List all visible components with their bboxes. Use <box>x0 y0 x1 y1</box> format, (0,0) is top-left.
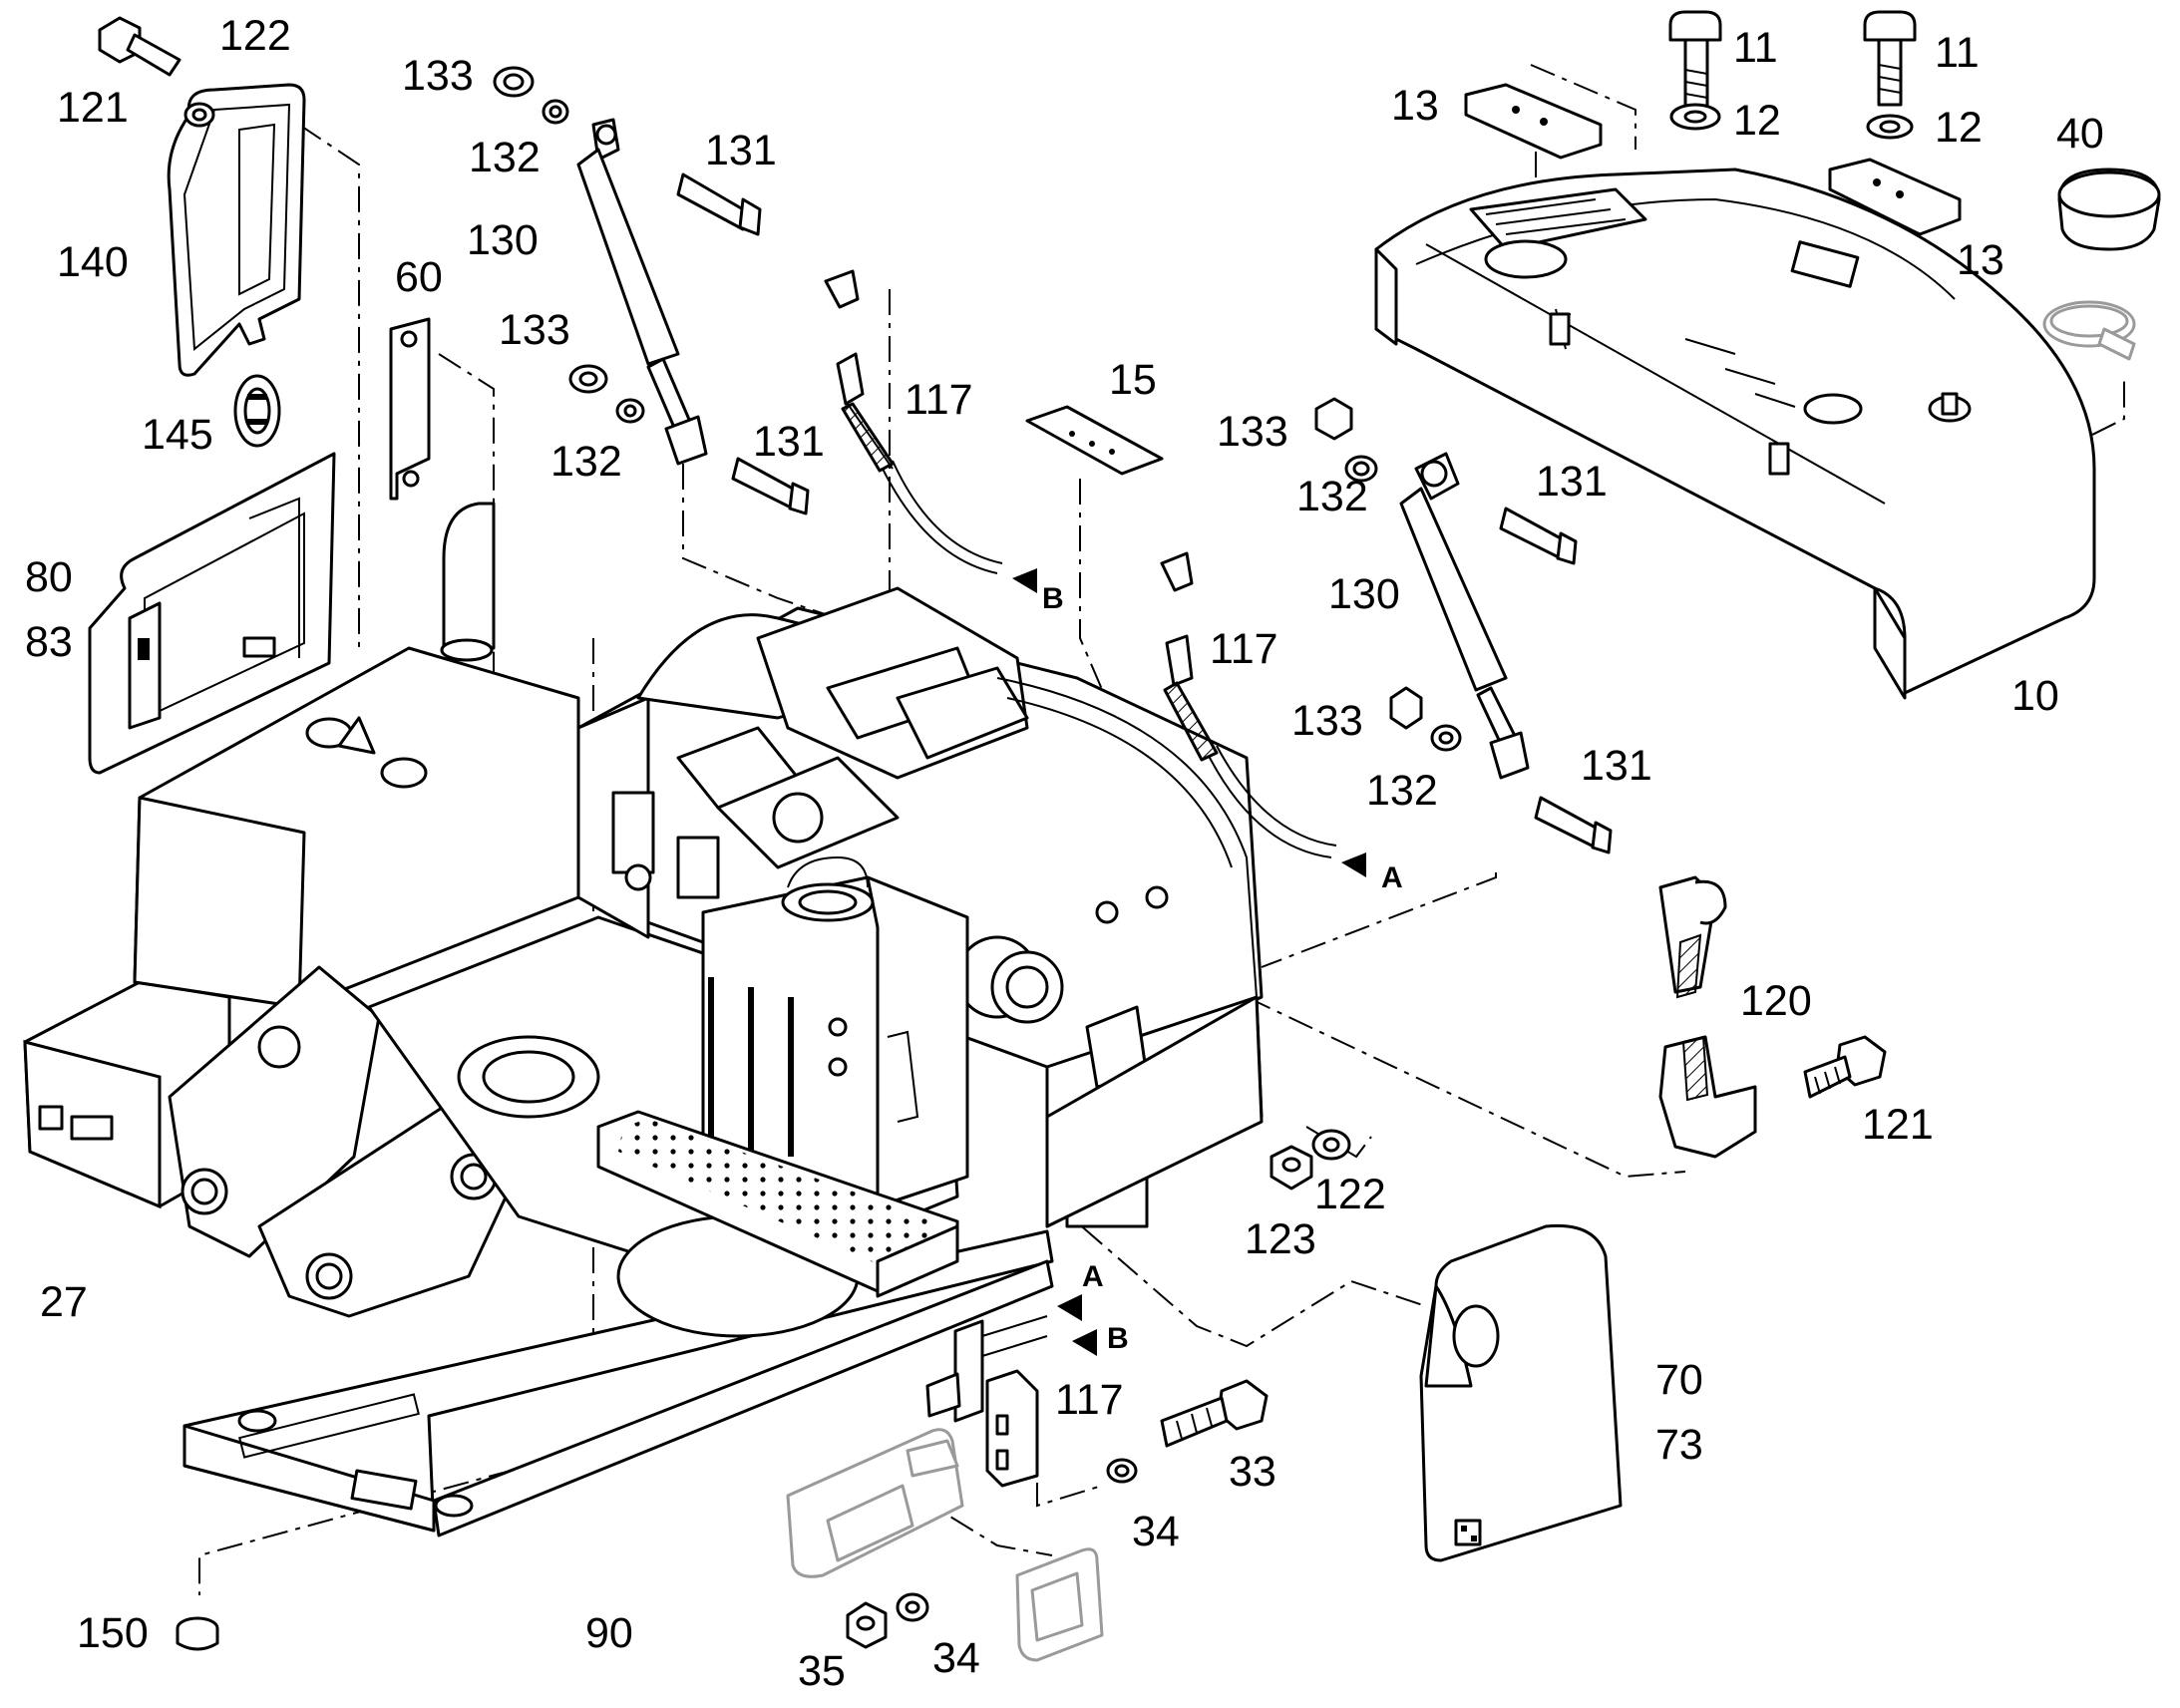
callout-131: 131 <box>1536 458 1608 506</box>
callout-133: 133 <box>402 52 474 100</box>
callout-117: 117 <box>1055 1376 1124 1424</box>
callout-80: 80 <box>25 553 73 601</box>
callout-90: 90 <box>585 1609 633 1657</box>
main-frame-assembly <box>23 502 1264 1537</box>
callout-130: 130 <box>467 216 539 264</box>
arrow-letter: B <box>1042 582 1064 615</box>
callout-15: 15 <box>1109 356 1157 404</box>
arrow-marker-b-lower: B <box>1072 1322 1129 1356</box>
cover-plate-grey <box>1015 1547 1104 1662</box>
latch-120 <box>1658 875 1757 1159</box>
arrow-marker-a-upper: A <box>1341 853 1403 894</box>
bolt-11-left <box>1668 10 1722 131</box>
callout-33: 33 <box>1229 1448 1276 1496</box>
callout-35: 35 <box>798 1647 846 1695</box>
nut-35 <box>846 1601 888 1649</box>
exhaust-pipe <box>442 502 496 650</box>
callout-121: 121 <box>57 84 129 132</box>
callout-13: 13 <box>1957 236 2004 284</box>
plug-150 <box>176 1616 219 1651</box>
arrow-marker-b-upper: B <box>1012 568 1064 615</box>
plate-15 <box>1025 405 1164 476</box>
callout-120: 120 <box>1740 977 1812 1025</box>
callout-117: 117 <box>905 376 973 424</box>
callout-12: 12 <box>1733 97 1781 145</box>
arrow-marker-a-lower: A <box>1057 1260 1104 1321</box>
callout-122: 122 <box>219 12 291 60</box>
callout-27: 27 <box>40 1278 88 1326</box>
callout-132: 132 <box>1296 473 1368 520</box>
callout-10: 10 <box>2011 672 2059 720</box>
side-panel-70 <box>1419 1223 1623 1562</box>
nut-123 <box>1270 1145 1313 1191</box>
bolt-33 <box>1160 1379 1269 1448</box>
callout-131: 131 <box>705 127 777 174</box>
callout-73: 73 <box>1655 1421 1703 1469</box>
callout-132: 132 <box>469 134 541 181</box>
hose-clamp <box>2042 300 2136 361</box>
top-cover-10 <box>1374 168 2096 700</box>
callout-130: 130 <box>1328 570 1400 618</box>
callout-60: 60 <box>395 253 443 301</box>
cable-117-middle <box>1160 551 1337 858</box>
callout-34: 34 <box>1132 1508 1180 1555</box>
gas-strut-130-right <box>1314 397 1613 854</box>
callout-132: 132 <box>550 438 622 486</box>
gas-strut-130-left <box>493 66 810 515</box>
callout-123: 123 <box>1245 1215 1316 1263</box>
callout-145: 145 <box>142 411 213 459</box>
bolt-11-right <box>1863 10 1917 140</box>
callout-40: 40 <box>2056 110 2104 158</box>
callout-83: 83 <box>25 618 73 666</box>
callout-131: 131 <box>1581 742 1652 790</box>
callout-133: 133 <box>1217 408 1288 456</box>
callout-12: 12 <box>1935 104 1983 152</box>
callout-121: 121 <box>1862 1101 1934 1149</box>
arrow-letter: A <box>1381 861 1403 894</box>
callout-132: 132 <box>1366 767 1438 815</box>
handle-plate-grey <box>786 1428 964 1578</box>
callout-11: 11 <box>1733 24 1778 72</box>
callout-11: 11 <box>1935 29 1980 77</box>
callout-140: 140 <box>57 238 129 286</box>
filler-cap-40 <box>2057 168 2161 251</box>
washer-34-lower <box>896 1592 929 1622</box>
callout-70: 70 <box>1655 1356 1703 1404</box>
cable-117-upper <box>824 269 1003 574</box>
callout-133: 133 <box>499 306 570 354</box>
washer-122-right <box>1311 1129 1351 1161</box>
lock-bracket-117-lower <box>925 1315 1048 1488</box>
callout-122: 122 <box>1314 1171 1386 1218</box>
bolt-121-right <box>1803 1035 1887 1099</box>
washer-34-upper <box>1106 1458 1138 1484</box>
mount-plate-13-left <box>1464 83 1603 160</box>
arrow-letter: B <box>1107 1322 1129 1355</box>
bolt-121-top-left <box>98 16 215 128</box>
callout-131: 131 <box>753 418 825 466</box>
arrow-letter: A <box>1082 1260 1104 1293</box>
callouts: 121 122 140 145 60 80 83 27 133 132 131 … <box>25 12 2104 1695</box>
bracket-60 <box>389 317 431 501</box>
callout-133: 133 <box>1291 697 1363 745</box>
callout-34: 34 <box>932 1634 980 1682</box>
panel-140 <box>167 83 306 448</box>
callout-117: 117 <box>1210 625 1278 673</box>
callout-13: 13 <box>1391 82 1439 130</box>
side-door-80 <box>88 452 336 775</box>
mount-plate-13-right <box>1828 158 1962 236</box>
callout-150: 150 <box>77 1609 149 1657</box>
